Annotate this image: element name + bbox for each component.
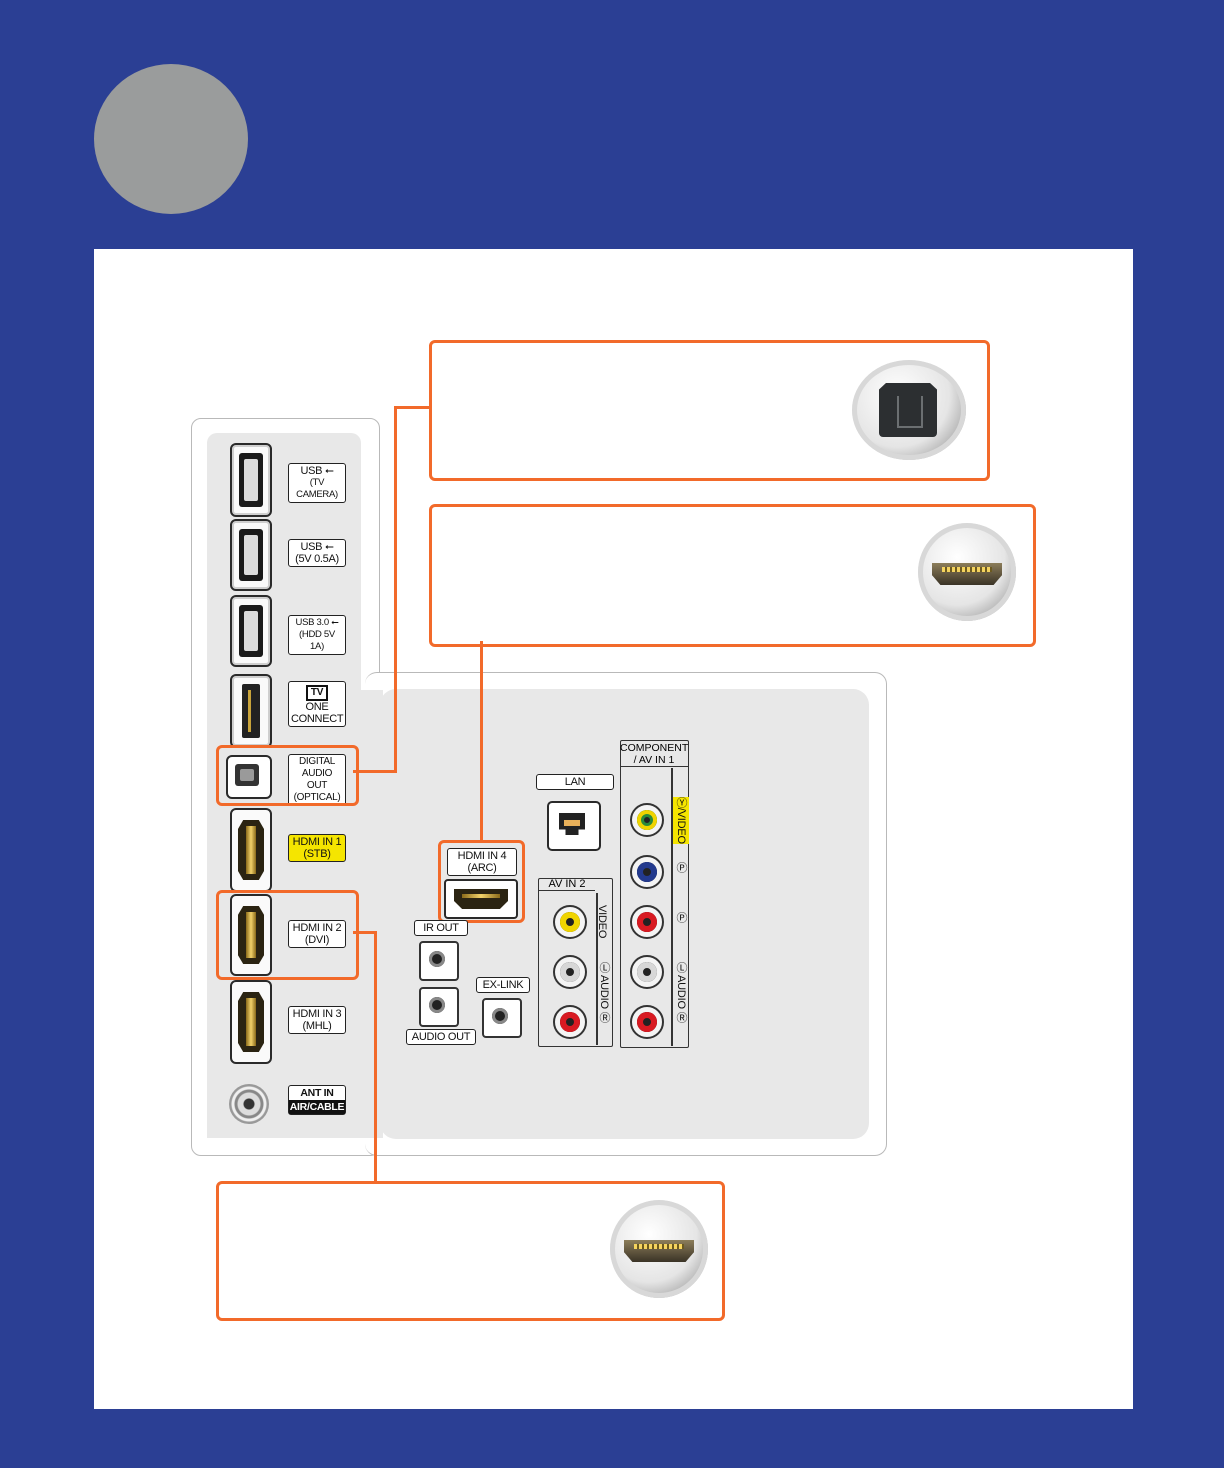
usb-icon: ⭠ bbox=[324, 465, 334, 477]
optical-port[interactable] bbox=[226, 755, 272, 799]
hdmi3-label: HDMI IN 3 (MHL) bbox=[288, 1006, 346, 1034]
av2-video-text: VIDEO bbox=[596, 905, 608, 939]
antenna-port[interactable] bbox=[229, 1084, 269, 1124]
component-y-video-rca[interactable] bbox=[630, 803, 664, 837]
hdmi-arc-callout-box bbox=[429, 504, 1036, 647]
optical-highlight-box bbox=[216, 745, 359, 806]
av2-audio-l-rca[interactable] bbox=[553, 955, 587, 989]
usb-port-tv-camera[interactable] bbox=[230, 443, 272, 517]
hdmi-in-4-port[interactable] bbox=[444, 879, 518, 919]
component-audio-r-rca[interactable] bbox=[630, 1005, 664, 1039]
ir-out-jack[interactable] bbox=[419, 941, 459, 981]
optical-leader-v bbox=[394, 408, 397, 773]
hdmi-in-2-port[interactable] bbox=[230, 894, 272, 976]
one-connect-label: TV ONE CONNECT bbox=[288, 681, 346, 727]
optical-connector-icon bbox=[852, 360, 966, 460]
component-group bbox=[620, 740, 689, 1048]
ir-out-label: IR OUT bbox=[414, 920, 468, 936]
hdmi2-leader-v bbox=[374, 931, 377, 1183]
component-audio-l-rca[interactable] bbox=[630, 955, 664, 989]
ex-link-label: EX-LINK bbox=[476, 977, 530, 993]
audio-out-jack[interactable] bbox=[419, 987, 459, 1027]
component-pr-text: Ⓟ bbox=[675, 912, 687, 923]
step-number-circle bbox=[94, 64, 248, 214]
av2-audio-r-rca[interactable] bbox=[553, 1005, 587, 1039]
usb-port-hdd[interactable] bbox=[230, 595, 272, 667]
hdmi4-highlight-box bbox=[438, 840, 525, 923]
av-in-2-group bbox=[538, 878, 613, 1047]
usb3-label: USB 3.0 ⭠ (HDD 5V 1A) bbox=[288, 615, 346, 655]
hdmi4-leader bbox=[480, 641, 483, 841]
component-pb-text: Ⓟ bbox=[675, 862, 687, 873]
optical-label: DIGITAL AUDIO OUT (OPTICAL) bbox=[288, 754, 346, 806]
lan-label: LAN bbox=[536, 774, 614, 790]
hdmi1-label: HDMI IN 1 (STB) bbox=[288, 834, 346, 862]
component-pb-rca[interactable] bbox=[630, 855, 664, 889]
component-divider bbox=[671, 768, 673, 1046]
ant-label: ANT IN AIR/CABLE bbox=[288, 1085, 346, 1115]
hdmi2-leader-h bbox=[353, 931, 377, 934]
av2-audio-text: Ⓛ AUDIO Ⓡ bbox=[598, 962, 610, 1023]
hdmi2-label: HDMI IN 2 (DVI) bbox=[288, 920, 346, 948]
optical-leader-h1 bbox=[353, 770, 397, 773]
hdmi-connector-icon bbox=[610, 1200, 708, 1298]
lan-port[interactable] bbox=[547, 801, 601, 851]
hdmi2-callout-box bbox=[216, 1181, 725, 1321]
component-video-text: Ⓨ/VIDEO bbox=[673, 797, 689, 844]
optical-callout-box bbox=[429, 340, 990, 481]
hdmi4-label: HDMI IN 4 (ARC) bbox=[447, 848, 517, 876]
hdmi-connector-icon bbox=[918, 523, 1016, 621]
usb-icon: ⭠ bbox=[331, 617, 339, 628]
one-connect-port[interactable] bbox=[230, 674, 272, 748]
tv-icon: TV bbox=[305, 685, 329, 701]
av-in-2-divider bbox=[596, 893, 598, 1045]
usb-port-5v[interactable] bbox=[230, 519, 272, 591]
hdmi-in-1-port[interactable] bbox=[230, 808, 272, 892]
component-pr-rca[interactable] bbox=[630, 905, 664, 939]
ex-link-jack[interactable] bbox=[482, 998, 522, 1038]
component-title: COMPONENT / AV IN 1 bbox=[620, 742, 689, 767]
component-audio-text: Ⓛ AUDIO Ⓡ bbox=[675, 962, 687, 1023]
optical-leader-h2 bbox=[394, 406, 432, 409]
hdmi-in-3-port[interactable] bbox=[230, 980, 272, 1064]
hdmi2-highlight-box bbox=[216, 890, 359, 980]
usb2-label: USB ⭠ (5V 0.5A) bbox=[288, 539, 346, 567]
usb-icon: ⭠ bbox=[324, 541, 334, 553]
av2-video-rca[interactable] bbox=[553, 905, 587, 939]
av-in-2-title: AV IN 2 bbox=[539, 878, 595, 891]
audio-out-label: AUDIO OUT bbox=[406, 1029, 476, 1045]
usb1-label: USB ⭠ (TV CAMERA) bbox=[288, 463, 346, 503]
